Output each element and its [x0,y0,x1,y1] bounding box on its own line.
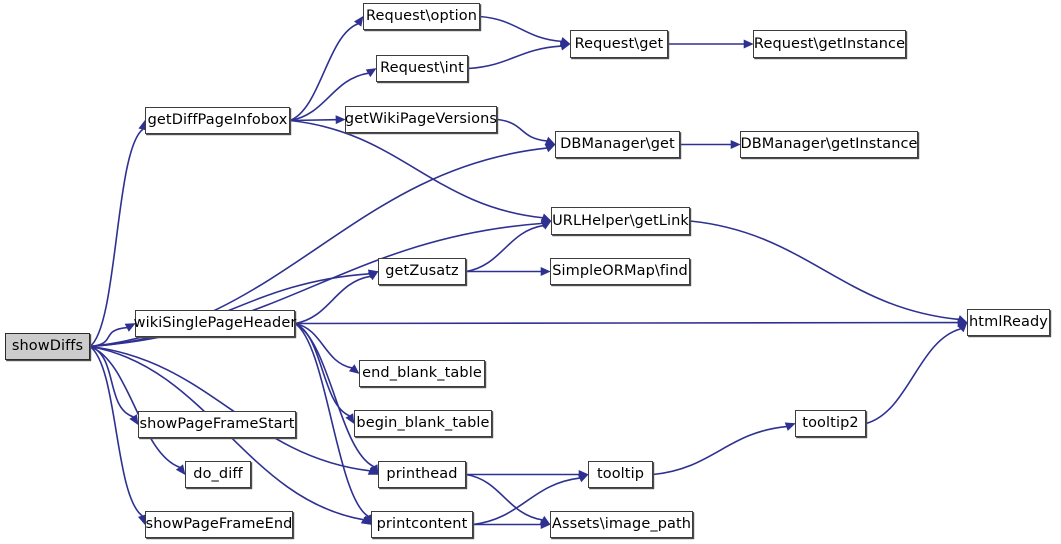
graph-node-DBManagerGetInstance[interactable]: DBManager\getInstance [740,131,918,158]
graph-arrowhead-RequestInt-to-RequestGet [559,41,571,51]
graph-node-label: begin_blank_table [356,415,490,432]
graph-arrowhead-wikiSinglePageHeader-to-end_blank_table [348,364,360,374]
graph-edge-RequestOption-to-RequestGet [479,15,562,43]
graph-arrowhead-wikiSinglePageHeader-to-printhead [369,464,379,476]
graph-arrowhead-showDiffs-to-DBManagerGet [544,144,556,153]
graph-node-label: end_blank_table [362,365,482,382]
graph-arrowhead-getWikiPageVersions-to-DBManagerGet [544,136,556,145]
graph-node-label: showPageFrameEnd [145,516,293,533]
graph-node-getDiffPageInfobox[interactable]: getDiffPageInfobox [145,107,290,134]
graph-node-getWikiPageVersions[interactable]: getWikiPageVersions [345,106,497,133]
graph-arrowhead-tooltip-to-tooltip2 [784,422,796,431]
graph-arrowhead-showDiffs-to-do_diff [175,464,186,476]
graph-node-label: printhead [386,466,458,483]
graph-node-label: tooltip2 [802,415,859,432]
graph-arrowhead-showDiffs-to-wikiSinglePageHeader [124,323,136,332]
graph-arrowhead-wikiSinglePageHeader-to-getZusatz [367,271,379,281]
graph-arrowhead-DBManagerGet-to-DBManagerGetInstance [730,140,741,149]
graph-node-label: showPageFrameStart [139,416,295,433]
graph-edge-getWikiPageVersions-to-DBManagerGet [496,118,547,142]
graph-node-label: DBManager\get [560,136,675,153]
graph-node-label: tooltip [596,466,645,483]
graph-node-label: wikiSinglePageHeader [133,315,297,332]
graph-node-AssetsImagePath[interactable]: Assets\image_path [550,511,693,538]
graph-edge-wikiSinglePageHeader-to-printcontent [294,322,369,517]
graph-arrowhead-showDiffs-to-showPageFrameStart [129,414,139,426]
graph-edge-getDiffPageInfobox-to-RequestOption [289,23,359,122]
graph-node-showPageFrameEnd[interactable]: showPageFrameEnd [145,511,293,538]
graph-arrowhead-getDiffPageInfobox-to-URLHelperGetLink [540,213,552,222]
graph-arrowhead-printcontent-to-AssetsImagePath [540,520,551,529]
graph-edge-showDiffs-to-showPageFrameEnd [89,345,143,517]
graph-edge-showDiffs-to-printhead [89,345,370,472]
graph-node-label: Assets\image_path [551,516,692,533]
graph-node-label: Request\getInstance [753,35,906,52]
graph-node-printhead[interactable]: printhead [378,461,466,488]
graph-node-label: Request\get [574,35,664,52]
graph-node-wikiSinglePageHeader[interactable]: wikiSinglePageHeader [133,310,297,337]
graph-edge-showDiffs-to-getDiffPageInfobox [89,128,144,348]
graph-node-label: Request\int [380,60,464,77]
graph-arrowhead-RequestGet-to-RequestGetInstance [743,39,754,49]
graph-edge-tooltip-to-tooltip2 [652,425,787,476]
graph-node-DBManagerGet[interactable]: DBManager\get [555,131,680,158]
graph-edge-wikiSinglePageHeader-to-begin_blank_table [294,322,350,417]
graph-node-htmlReady[interactable]: htmlReady [967,309,1050,336]
graph-node-label: URLHelper\getLink [552,212,689,229]
graph-arrowhead-getZusatz-to-SimpleORMapFind [540,267,551,276]
graph-edge-wikiSinglePageHeader-to-getZusatz [294,275,371,325]
graph-node-label: htmlReady [969,314,1048,331]
graph-arrowhead-printcontent-to-tooltip [577,474,589,483]
graph-edge-getZusatz-to-URLHelperGetLink [465,224,544,273]
graph-node-label: showDiffs [11,338,84,355]
graph-arrowhead-getDiffPageInfobox-to-RequestOption [354,15,364,27]
graph-edge-RequestInt-to-RequestGet [467,45,562,70]
graph-node-SimpleORMapFind[interactable]: SimpleORMap\find [550,258,690,285]
graph-node-label: getZusatz [385,263,459,280]
graph-arrowhead-wikiSinglePageHeader-to-begin_blank_table [345,413,355,425]
graph-node-URLHelperGetLink[interactable]: URLHelper\getLink [551,207,690,235]
graph-edge-URLHelperGetLink-to-htmlReady [689,220,959,321]
graph-node-label: do_diff [193,466,243,483]
graph-edge-showDiffs-to-do_diff [89,345,180,469]
graph-edge-printhead-to-AssetsImagePath [465,473,543,521]
graph-edge-getDiffPageInfobox-to-URLHelperGetLink [289,119,543,219]
graph-node-label: Request\option [365,8,478,25]
graph-node-do_diff[interactable]: do_diff [185,461,251,488]
graph-node-showDiffs[interactable]: showDiffs [5,333,90,360]
graph-edge-wikiSinglePageHeader-to-htmlReady [294,321,959,325]
graph-node-tooltip[interactable]: tooltip [588,461,653,488]
graph-node-RequestInt[interactable]: Request\int [376,55,468,82]
graph-arrowhead-tooltip2-to-htmlReady [957,321,968,333]
graph-node-begin_blank_table[interactable]: begin_blank_table [354,410,492,437]
graph-arrowhead-getZusatz-to-URLHelperGetLink [540,220,552,230]
graph-node-label: printcontent [376,516,468,533]
graph-node-label: SimpleORMap\find [552,263,688,280]
graph-node-label: DBManager\getInstance [740,136,918,153]
graph-edge-getDiffPageInfobox-to-getWikiPageVersions [289,118,337,122]
graph-edge-getDiffPageInfobox-to-RequestInt [289,72,369,122]
graph-node-RequestOption[interactable]: Request\option [363,3,480,30]
graph-node-showPageFrameStart[interactable]: showPageFrameStart [138,411,296,438]
graph-node-tooltip2[interactable]: tooltip2 [795,410,866,437]
graph-arrowhead-getDiffPageInfobox-to-getWikiPageVersions [335,115,346,125]
graph-edge-printcontent-to-tooltip [472,477,580,526]
graph-edge-wikiSinglePageHeader-to-printhead [294,322,375,468]
graph-edge-wikiSinglePageHeader-to-end_blank_table [294,322,353,369]
graph-edge-tooltip2-to-htmlReady [865,328,961,425]
graph-node-getZusatz[interactable]: getZusatz [378,258,466,285]
graph-arrowhead-getDiffPageInfobox-to-RequestInt [365,68,377,78]
graph-node-label: getDiffPageInfobox [147,112,288,129]
graph-node-end_blank_table[interactable]: end_blank_table [359,360,485,387]
graph-node-printcontent[interactable]: printcontent [371,511,473,538]
graph-node-RequestGetInstance[interactable]: Request\getInstance [753,30,906,58]
graph-node-RequestGet[interactable]: Request\get [570,30,668,58]
graph-node-label: getWikiPageVersions [344,111,498,128]
